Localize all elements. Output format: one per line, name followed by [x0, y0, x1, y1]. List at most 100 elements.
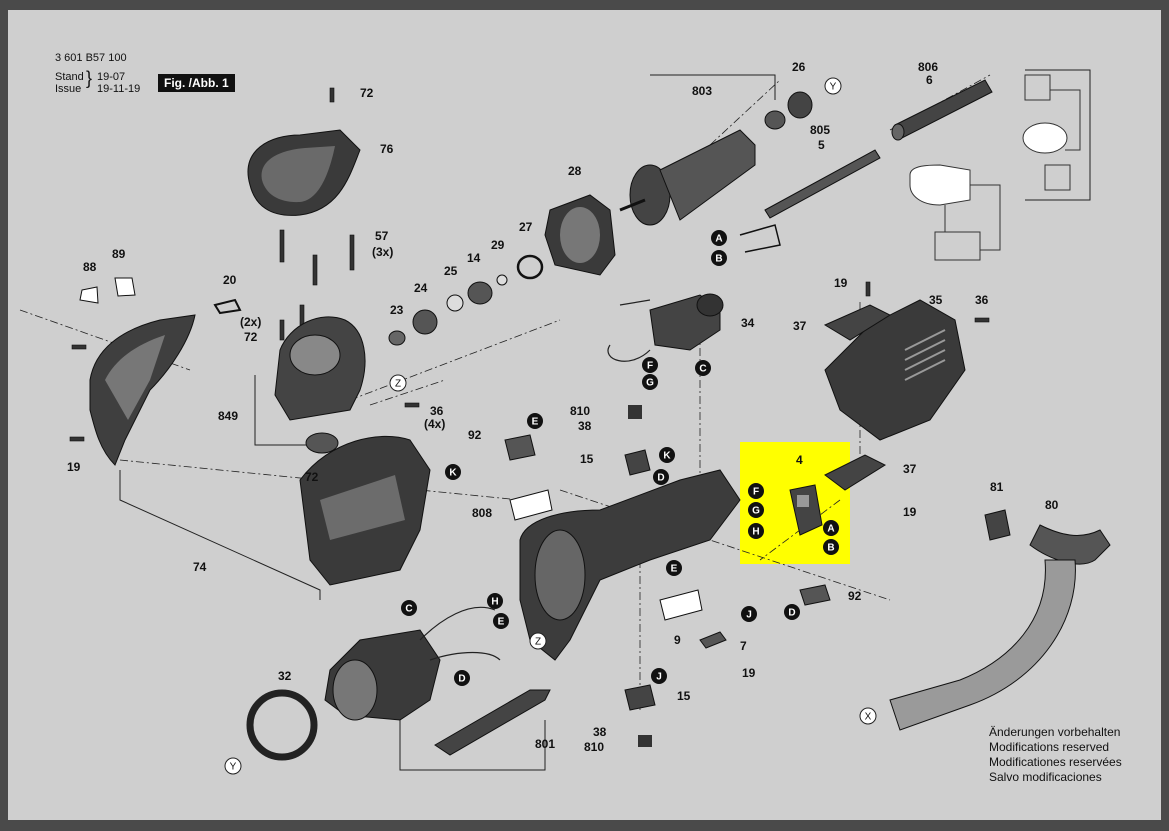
svg-text:B: B — [827, 543, 834, 554]
label-808 — [509, 489, 553, 521]
connector-badge-a: A — [823, 520, 839, 536]
part-number-7: 7 — [740, 639, 747, 653]
stand-label: Stand — [55, 71, 84, 83]
part-number-23: 23 — [390, 303, 404, 317]
brush-810a — [628, 405, 642, 419]
gear-23 — [388, 330, 406, 346]
note-line-3: Modificationes reservées — [989, 755, 1122, 769]
part-number-19d: 19 — [742, 666, 756, 680]
figure-label: Fig. /Abb. 1 — [158, 74, 235, 92]
note-line-4: Salvo modificaciones — [989, 770, 1102, 784]
part-number-20: 20 — [223, 273, 237, 287]
connector-badge-c: C — [401, 600, 417, 616]
part-89 — [114, 277, 136, 297]
part-number-24: 24 — [414, 281, 428, 295]
part-number-25: 25 — [444, 264, 458, 278]
hose-80-adapter — [1029, 524, 1111, 565]
connector-badge-f: F — [642, 357, 658, 373]
part-7 — [699, 631, 727, 649]
part-number-27: 27 — [519, 220, 533, 234]
bearing-803 — [764, 110, 786, 130]
bearing-26 — [787, 91, 813, 119]
svg-text:C: C — [405, 604, 412, 615]
center-housing-bore — [534, 529, 586, 621]
hose-80 — [889, 559, 1076, 731]
connector-badge-d: D — [653, 469, 669, 485]
board-801 — [434, 689, 551, 756]
connector-badge-e: E — [666, 560, 682, 576]
svg-text:Z: Z — [535, 637, 541, 648]
part-number-810b: 810 — [584, 740, 604, 754]
part-number-849: 849 — [218, 409, 238, 423]
group-brackets — [119, 69, 1091, 771]
svg-text:Y: Y — [830, 82, 837, 93]
svg-text:G: G — [752, 506, 760, 517]
part-number-808: 808 — [472, 506, 492, 520]
part-number-89: 89 — [112, 247, 126, 261]
tube-806-end — [891, 123, 905, 141]
part-number-14: 14 — [467, 251, 481, 265]
part-number-92b: 92 — [848, 589, 862, 603]
svg-text:E: E — [532, 417, 539, 428]
armature-803 — [659, 129, 756, 221]
part-number-26: 26 — [792, 60, 806, 74]
part-92b — [799, 584, 831, 606]
brush-holder-15b — [624, 684, 656, 711]
brush-holder-15a — [624, 449, 651, 476]
svg-text:X: X — [865, 712, 872, 723]
screws — [69, 87, 990, 482]
housing-left-inner — [105, 335, 165, 420]
part-number-19a: 19 — [834, 276, 848, 290]
ring-27 — [516, 254, 544, 280]
svg-text:K: K — [663, 451, 671, 462]
svg-text:D: D — [788, 608, 795, 619]
part-number-36a: 36 — [975, 293, 989, 307]
bearing-849 — [305, 432, 339, 454]
part-number-80: 80 — [1045, 498, 1059, 512]
svg-text:D: D — [657, 473, 664, 484]
note-line-1: Änderungen vorbehalten — [989, 725, 1121, 739]
date-brace: } — [86, 68, 93, 88]
connector-badge-d: D — [784, 604, 800, 620]
part-number-76: 76 — [380, 142, 394, 156]
svg-text:J: J — [746, 610, 752, 621]
part-92a — [504, 434, 536, 461]
electronic-34-wires — [607, 299, 651, 362]
part-number-72a: 72 — [360, 86, 374, 100]
fan-28-hub — [560, 207, 600, 263]
motor-housing-vents — [904, 329, 946, 381]
svg-text:B: B — [715, 254, 722, 265]
part-number-88: 88 — [83, 260, 97, 274]
bearing-14 — [467, 281, 493, 305]
part-number-38a: 38 — [578, 419, 592, 433]
connector-badge-b: B — [823, 539, 839, 555]
part-number-4: 4 — [796, 453, 803, 467]
part-number-92a: 92 — [468, 428, 482, 442]
part-number-810a: 810 — [570, 404, 590, 418]
issue-label: Issue — [55, 83, 82, 95]
part-81 — [984, 509, 1011, 541]
reference-marker-y: Y — [224, 757, 242, 775]
connector-badge-a: A — [711, 230, 727, 246]
doc-number: 3 601 B57 100 — [55, 52, 127, 64]
svg-text:E: E — [671, 564, 678, 575]
connector-badge-c: C — [695, 360, 711, 376]
svg-text:F: F — [753, 487, 759, 498]
connector-badge-d: D — [454, 670, 470, 686]
svg-text:G: G — [646, 378, 654, 389]
washer-25 — [446, 294, 464, 312]
part-number-81: 81 — [990, 480, 1004, 494]
svg-text:E: E — [498, 617, 505, 628]
armature-shaft — [619, 198, 646, 212]
part-number-36b: 36 — [430, 404, 444, 418]
svg-text:A: A — [827, 524, 834, 535]
part-number-37a: 37 — [793, 319, 807, 333]
circuit-schematic — [909, 74, 1081, 261]
part-number-806: 806 — [918, 60, 938, 74]
ring-32 — [246, 689, 318, 761]
svg-text:K: K — [449, 468, 457, 479]
